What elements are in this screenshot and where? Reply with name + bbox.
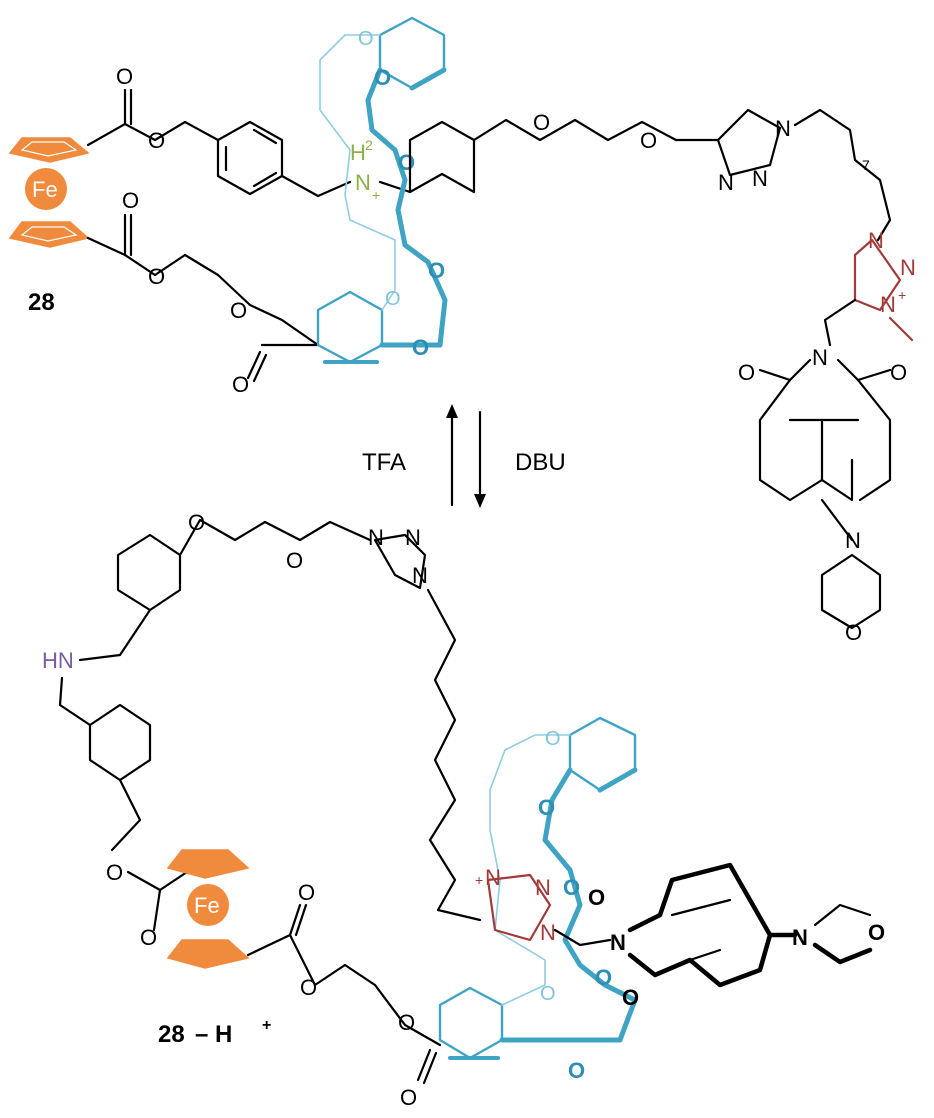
svg-text:N: N	[610, 930, 626, 955]
svg-text:O: O	[563, 875, 580, 900]
ferrocene-top: Fe	[8, 137, 90, 248]
svg-text:N: N	[718, 170, 734, 195]
atom-o: O	[116, 64, 133, 89]
svg-text:O: O	[140, 925, 157, 950]
svg-text:O: O	[232, 372, 249, 397]
svg-text:O: O	[358, 28, 374, 50]
svg-text:O: O	[538, 795, 555, 820]
triazolium-top: N N N +	[853, 228, 916, 342]
svg-text:+: +	[475, 872, 483, 888]
svg-text:O: O	[890, 360, 907, 385]
triazole-top: N N N	[674, 108, 791, 195]
svg-text:O: O	[640, 128, 657, 153]
crown-ether-bottom: O O O O O O	[438, 716, 638, 1083]
svg-text:N: N	[535, 875, 551, 900]
svg-text:O: O	[738, 360, 755, 385]
svg-text:O: O	[568, 1058, 585, 1083]
svg-text:O: O	[588, 885, 605, 910]
svg-text:N: N	[405, 525, 421, 550]
atom-o: O	[148, 128, 165, 153]
iron-center	[25, 168, 67, 210]
svg-text:N: N	[775, 116, 791, 141]
svg-text:+: +	[262, 1017, 271, 1034]
ammonium-n: N	[355, 170, 371, 195]
svg-text:O: O	[398, 150, 415, 175]
svg-text:N: N	[412, 563, 428, 588]
svg-text:O: O	[412, 335, 429, 360]
svg-text:O: O	[400, 1085, 417, 1110]
benzene-ring	[216, 120, 284, 196]
svg-text:O: O	[286, 548, 303, 573]
svg-text:O: O	[230, 298, 247, 323]
ammonium-h: H	[350, 140, 366, 165]
svg-text:O: O	[868, 920, 885, 945]
benzene-ring	[408, 120, 476, 194]
svg-text:– H: – H	[195, 1021, 232, 1048]
svg-text:N: N	[845, 528, 861, 553]
svg-text:O: O	[300, 975, 317, 1000]
svg-text:O: O	[398, 1010, 415, 1035]
condition-tfa: TFA	[362, 449, 406, 476]
svg-text:O: O	[595, 965, 612, 990]
svg-text:+: +	[898, 287, 906, 303]
svg-text:Fe: Fe	[194, 893, 220, 918]
svg-text:N: N	[792, 925, 808, 950]
compound-28-h: O O HN O O Fe O O O O 28 – H + N	[42, 510, 885, 1110]
svg-text:N: N	[880, 292, 896, 317]
svg-text:O: O	[540, 983, 556, 1005]
naphthalimide-bottom: N O O	[588, 862, 773, 1010]
crown-ether-top: O O O O O O	[316, 16, 448, 364]
svg-text:O: O	[298, 880, 315, 905]
chain-repeat: 7	[862, 157, 870, 173]
svg-text:2: 2	[365, 137, 373, 153]
triazolium-bottom: + N N N	[475, 865, 556, 945]
iron-center	[187, 884, 229, 926]
compound-28-label: 28	[28, 289, 55, 316]
morpholine-top: N O	[820, 528, 882, 645]
svg-text:O: O	[188, 510, 205, 535]
svg-text:+: +	[372, 187, 380, 203]
svg-text:O: O	[374, 65, 391, 90]
svg-text:N: N	[900, 255, 916, 280]
compound-28-h-label: 28	[158, 1021, 185, 1048]
naphthalimide-top: N O O	[738, 345, 907, 542]
amine-hn: HN	[42, 648, 74, 673]
svg-text:O: O	[385, 288, 401, 310]
svg-text:O: O	[845, 620, 862, 645]
svg-text:N: N	[368, 525, 384, 550]
svg-text:N: N	[812, 345, 828, 370]
morpholine-bottom: N O	[767, 903, 885, 965]
svg-text:O: O	[622, 985, 639, 1010]
svg-text:O: O	[428, 258, 445, 283]
svg-text:O: O	[148, 264, 165, 289]
compound-28: Fe 28 O O H 2 N + O O O O	[8, 16, 916, 645]
benzene-ring	[88, 703, 152, 782]
triazole-bottom: N N N	[368, 525, 428, 590]
svg-text:N: N	[540, 920, 556, 945]
ferrocene-bottom: Fe	[166, 849, 250, 969]
svg-text:O: O	[106, 860, 123, 885]
iron-label: Fe	[32, 177, 58, 202]
svg-text:O: O	[122, 188, 139, 213]
svg-text:O: O	[533, 110, 550, 135]
svg-text:N: N	[868, 228, 884, 253]
benzene-ring	[116, 533, 182, 612]
equilibrium-arrows: TFA DBU	[362, 404, 566, 508]
svg-text:N: N	[752, 166, 768, 191]
svg-text:O: O	[545, 728, 561, 750]
condition-dbu: DBU	[515, 449, 566, 476]
svg-text:N: N	[485, 865, 501, 890]
